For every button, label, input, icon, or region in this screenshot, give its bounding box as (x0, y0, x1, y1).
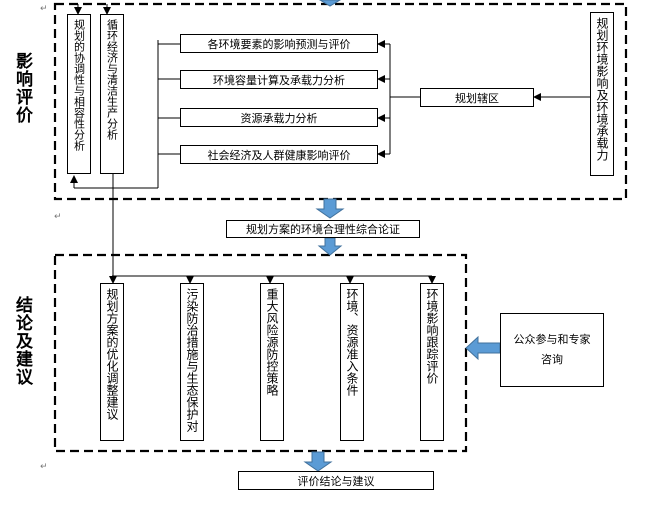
paragraph-mark: ↵ (54, 212, 62, 222)
risk-control-box: 重大风险源防控策略 (260, 283, 284, 441)
impact-prediction-label: 各环境要素的影响预测与评价 (207, 37, 351, 51)
synthesis-box: 规划方案的环境合理性综合论证 (226, 220, 420, 238)
risk-control-label: 重大风险源防控策略 (265, 288, 279, 396)
final-conclusion-label: 评价结论与建议 (297, 474, 375, 488)
coordination-analysis-box: 规划的协调性与相容性分析 (67, 14, 91, 174)
capacity-analysis-label: 环境容量计算及承载力分析 (213, 73, 345, 87)
circular-economy-label: 循环经济与清洁生产分析 (105, 19, 119, 140)
environment-capacity-label: 规划环境影响及环境承载力 (595, 17, 609, 161)
environment-capacity-box: 规划环境影响及环境承载力 (590, 12, 614, 176)
paragraph-mark: ↵ (40, 462, 48, 472)
block-arrow-1 (315, 198, 345, 219)
final-conclusion-box: 评价结论与建议 (238, 471, 434, 490)
optimization-box: 规划方案的优化调整建议 (100, 283, 124, 441)
synthesis-label: 规划方案的环境合理性综合论证 (246, 223, 400, 236)
tracking-evaluation-label: 环境影响跟踪评价 (425, 288, 439, 384)
social-health-label: 社会经济及人群健康影响评价 (207, 148, 351, 162)
public-consultation-box: 公众参与和专家咨询 (500, 313, 604, 387)
impact-prediction-box: 各环境要素的影响预测与评价 (180, 34, 378, 53)
resource-capacity-label: 资源承载力分析 (240, 111, 318, 125)
optimization-label: 规划方案的优化调整建议 (105, 288, 119, 420)
planning-area-label: 规划辖区 (455, 91, 499, 105)
top-flow-arrow (319, 0, 341, 7)
block-arrow-public (465, 335, 501, 361)
conclusion-frame (53, 253, 468, 453)
impact-section-label: 影响评价 (12, 52, 32, 124)
pollution-control-box: 污染防治措施与生态保护对 (180, 283, 204, 441)
impact-frame (53, 2, 628, 201)
circular-economy-box: 循环经济与清洁生产分析 (100, 14, 124, 174)
social-health-box: 社会经济及人群健康影响评价 (180, 145, 378, 164)
access-condition-label: 环境、资源准入条件 (345, 288, 359, 396)
paragraph-mark: ↵ (40, 4, 48, 14)
access-condition-box: 环境、资源准入条件 (340, 283, 364, 441)
public-consultation-label: 公众参与和专家咨询 (513, 333, 591, 366)
conclusion-section-label: 结论及建议 (12, 296, 32, 386)
pollution-control-label: 污染防治措施与生态保护对 (185, 288, 199, 432)
block-arrow-2 (317, 237, 343, 256)
resource-capacity-box: 资源承载力分析 (180, 108, 378, 127)
coordination-analysis-label: 规划的协调性与相容性分析 (72, 19, 86, 151)
tracking-evaluation-box: 环境影响跟踪评价 (420, 283, 444, 441)
capacity-analysis-box: 环境容量计算及承载力分析 (180, 70, 378, 89)
planning-area-box: 规划辖区 (420, 88, 534, 107)
block-arrow-3 (303, 451, 333, 472)
